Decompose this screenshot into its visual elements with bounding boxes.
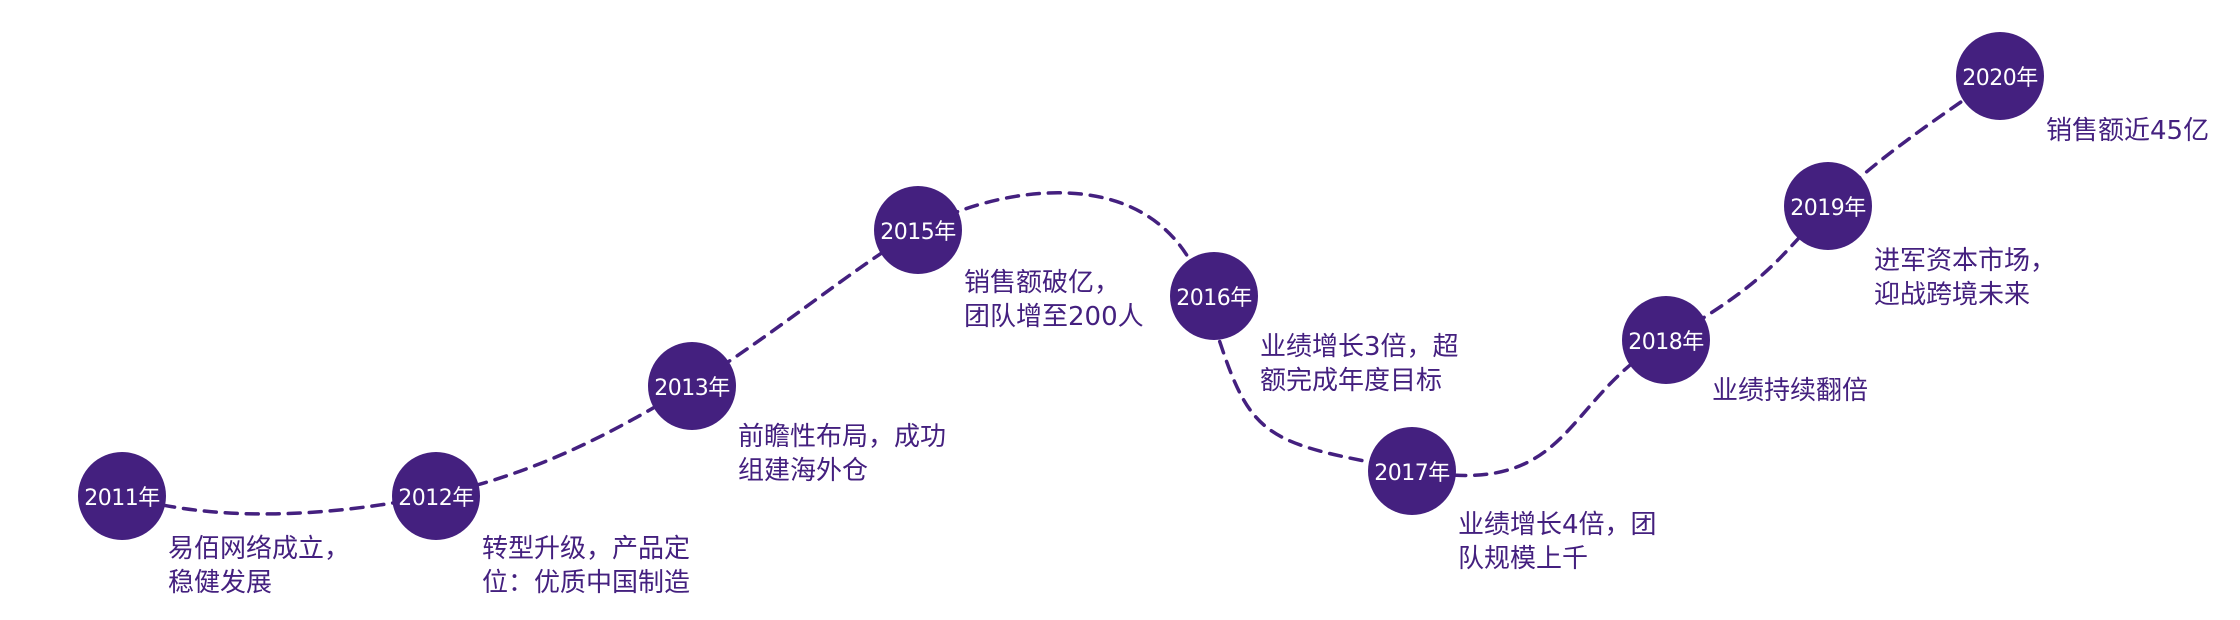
- description-line: 组建海外仓: [738, 456, 869, 486]
- milestone-year: 2020年: [1962, 66, 2038, 91]
- milestone-2011-node: 2011年: [78, 452, 166, 540]
- milestone-2011-description: 易佰网络成立， 稳健发展: [168, 532, 350, 600]
- milestone-2016-node: 2016年: [1170, 252, 1258, 340]
- description-line: 销售额破亿，: [964, 268, 1121, 298]
- milestone-2012-description: 转型升级，产品定 位：优质中国制造: [482, 532, 690, 600]
- milestone-year: 2017年: [1374, 461, 1450, 486]
- milestone-2019-node: 2019年: [1784, 162, 1872, 250]
- milestone-2013-description: 前瞻性布局，成功 组建海外仓: [738, 420, 946, 488]
- milestone-2018-node: 2018年: [1622, 296, 1710, 384]
- description-line: 稳健发展: [168, 568, 273, 598]
- description-line: 前瞻性布局，成功: [738, 422, 947, 452]
- description-line: 业绩持续翻倍: [1712, 376, 1869, 406]
- milestone-year: 2013年: [654, 376, 730, 401]
- description-line: 易佰网络成立，: [168, 534, 351, 564]
- milestone-year: 2018年: [1628, 330, 1704, 355]
- milestone-year: 2011年: [84, 486, 160, 511]
- milestone-2013-node: 2013年: [648, 342, 736, 430]
- description-line: 业绩增长3倍，超: [1260, 332, 1459, 362]
- milestone-2019-description: 进军资本市场， 迎战跨境未来: [1874, 244, 2056, 312]
- milestone-year: 2019年: [1790, 196, 1866, 221]
- description-line: 进军资本市场，: [1874, 246, 2057, 276]
- description-line: 迎战跨境未来: [1874, 280, 2031, 310]
- milestone-year: 2016年: [1176, 286, 1252, 311]
- milestone-2018-description: 业绩持续翻倍: [1712, 374, 1868, 408]
- milestone-2015-description: 销售额破亿， 团队增至200人: [964, 266, 1144, 334]
- milestone-2012-node: 2012年: [392, 452, 480, 540]
- milestone-2020-node: 2020年: [1956, 32, 2044, 120]
- description-line: 位：优质中国制造: [482, 568, 691, 598]
- milestone-2015-node: 2015年: [874, 186, 962, 274]
- milestone-2017-node: 2017年: [1368, 427, 1456, 515]
- milestone-2017-description: 业绩增长4倍，团 队规模上千: [1458, 508, 1657, 576]
- description-line: 额完成年度目标: [1260, 366, 1443, 396]
- description-line: 转型升级，产品定: [482, 534, 691, 564]
- description-line: 销售额近45亿: [2046, 116, 2210, 146]
- milestone-2020-description: 销售额近45亿: [2046, 114, 2209, 148]
- description-line: 团队增至200人: [964, 302, 1144, 332]
- milestone-2016-description: 业绩增长3倍，超 额完成年度目标: [1260, 330, 1459, 398]
- milestone-year: 2015年: [880, 220, 956, 245]
- milestone-year: 2012年: [398, 486, 474, 511]
- description-line: 业绩增长4倍，团: [1458, 510, 1657, 540]
- description-line: 队规模上千: [1458, 544, 1589, 574]
